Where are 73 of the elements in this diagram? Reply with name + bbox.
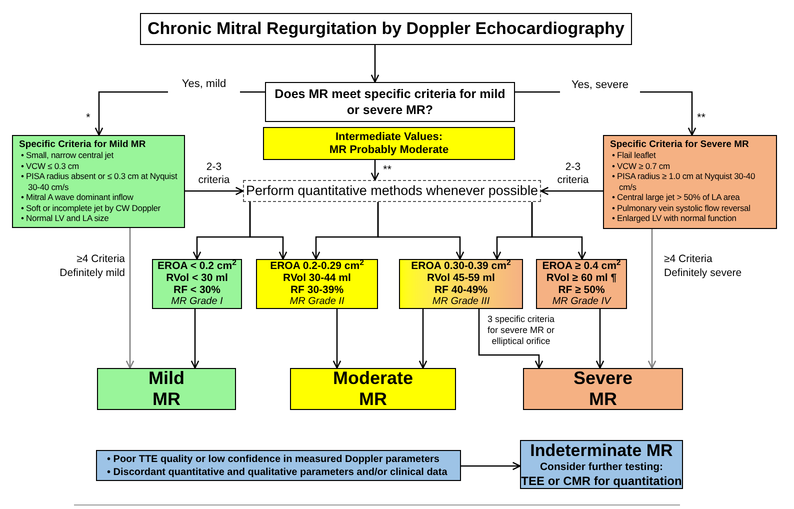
result-box <box>290 368 456 410</box>
box-text: Consider further testing: <box>540 460 664 474</box>
box-text: Intermediate Values: <box>336 130 442 144</box>
result-box <box>523 368 683 410</box>
footnote-mark: ** <box>697 111 706 126</box>
box-text: RF < 30% <box>174 284 220 296</box>
box-text: RF 40-49% <box>434 284 488 296</box>
arrow <box>377 202 464 260</box>
arrow <box>540 186 603 196</box>
arrow <box>478 309 544 369</box>
result-text: Moderate MR <box>332 368 413 410</box>
list-item: • VCW ≥ 0.7 cm <box>611 160 671 171</box>
list-item: • Small, narrow central jet <box>20 150 114 160</box>
box-text: MR Probably Moderate <box>329 144 449 156</box>
decision-box <box>265 82 515 122</box>
box-text: RVol 45-59 ml <box>427 272 495 284</box>
box-text: Indeterminate MR <box>530 440 673 460</box>
box-text: RVol 30-44 ml <box>283 272 351 284</box>
box-heading: Specific Criteria for Mild MR <box>19 139 147 150</box>
list-item: • Pulmonary vein systolic flow reversal <box>611 202 752 213</box>
edge-label: Yes, severe <box>560 77 640 94</box>
list-item: • Normal LV and LA size <box>20 213 110 224</box>
list-item: • Soft or incomplete jet by CW Doppler <box>20 202 162 213</box>
list-item: • PISA radius absent or ≤ 0.3 cm at Nyquist 30-40 cm/s <box>20 171 178 192</box>
box-text: MR Grade III <box>432 296 490 308</box>
grade-box <box>399 259 523 309</box>
footnote-mark: * <box>86 111 90 126</box>
title-box <box>140 13 632 45</box>
grade-box <box>256 259 378 309</box>
box-text: MR Grade II <box>290 296 344 308</box>
list-item: • Mitral A wave dominant inflow <box>20 192 134 202</box>
box-text: RVol < 30 ml <box>166 272 228 284</box>
question-text: Does MR meet specific criteria for mild or severe MR? <box>274 86 506 118</box>
arrow <box>648 229 656 369</box>
result-text: Mild MR <box>148 368 184 410</box>
box-heading: Specific Criteria for Severe MR <box>610 139 750 150</box>
list-item: • PISA radius ≥ 1.0 cm at Nyquist 30-40 cm/s <box>611 171 756 192</box>
box-text: MR Grade IV <box>552 296 611 308</box>
arrow <box>332 309 342 369</box>
list-item: • Flail leaflet <box>611 150 657 160</box>
arrow <box>531 202 586 260</box>
box-text: Perform quantitative methods whenever possible <box>246 182 538 200</box>
box-text: RF 30-39% <box>290 284 344 296</box>
arrow <box>461 462 521 470</box>
title-text: Chronic Mitral Regurgitation by Doppler Echocardiography <box>148 18 624 40</box>
arrow <box>596 309 604 369</box>
criteria-box <box>603 135 777 229</box>
list-item: • Central large jet > 50% of LA area <box>611 192 741 202</box>
footnote-mark: ** <box>383 163 392 178</box>
list-item: • VCW ≤ 0.3 cm <box>20 160 80 171</box>
arrow <box>185 186 244 196</box>
criteria-box <box>12 135 185 228</box>
list-item: • Discordant quantitative and qualitative parameters and/or clinical data <box>107 466 448 478</box>
result-box <box>97 368 236 410</box>
arrow <box>126 228 134 369</box>
list-item: • Enlarged LV with normal function <box>611 213 738 224</box>
intermediate-box <box>263 127 515 160</box>
arrow <box>370 160 380 181</box>
arrow <box>370 45 380 83</box>
note-box <box>96 450 461 481</box>
edge-label: Yes, mild <box>168 76 240 92</box>
arrow <box>418 309 428 369</box>
box-text: RVol ≥ 60 ml ¶ <box>546 272 617 284</box>
result-text: Severe MR <box>573 368 633 410</box>
list-item: • Poor TTE quality or low confidence in measured Doppler parameters <box>107 452 440 466</box>
box-text: MR Grade I <box>171 296 223 308</box>
arrow <box>249 202 288 260</box>
box-text: TEE or CMR for quantitation <box>521 474 682 488</box>
box-text: RF ≥ 50% <box>558 284 605 296</box>
arrow <box>190 309 200 369</box>
grade-box <box>536 259 627 309</box>
result-box <box>520 440 683 489</box>
grade-box <box>152 259 242 309</box>
